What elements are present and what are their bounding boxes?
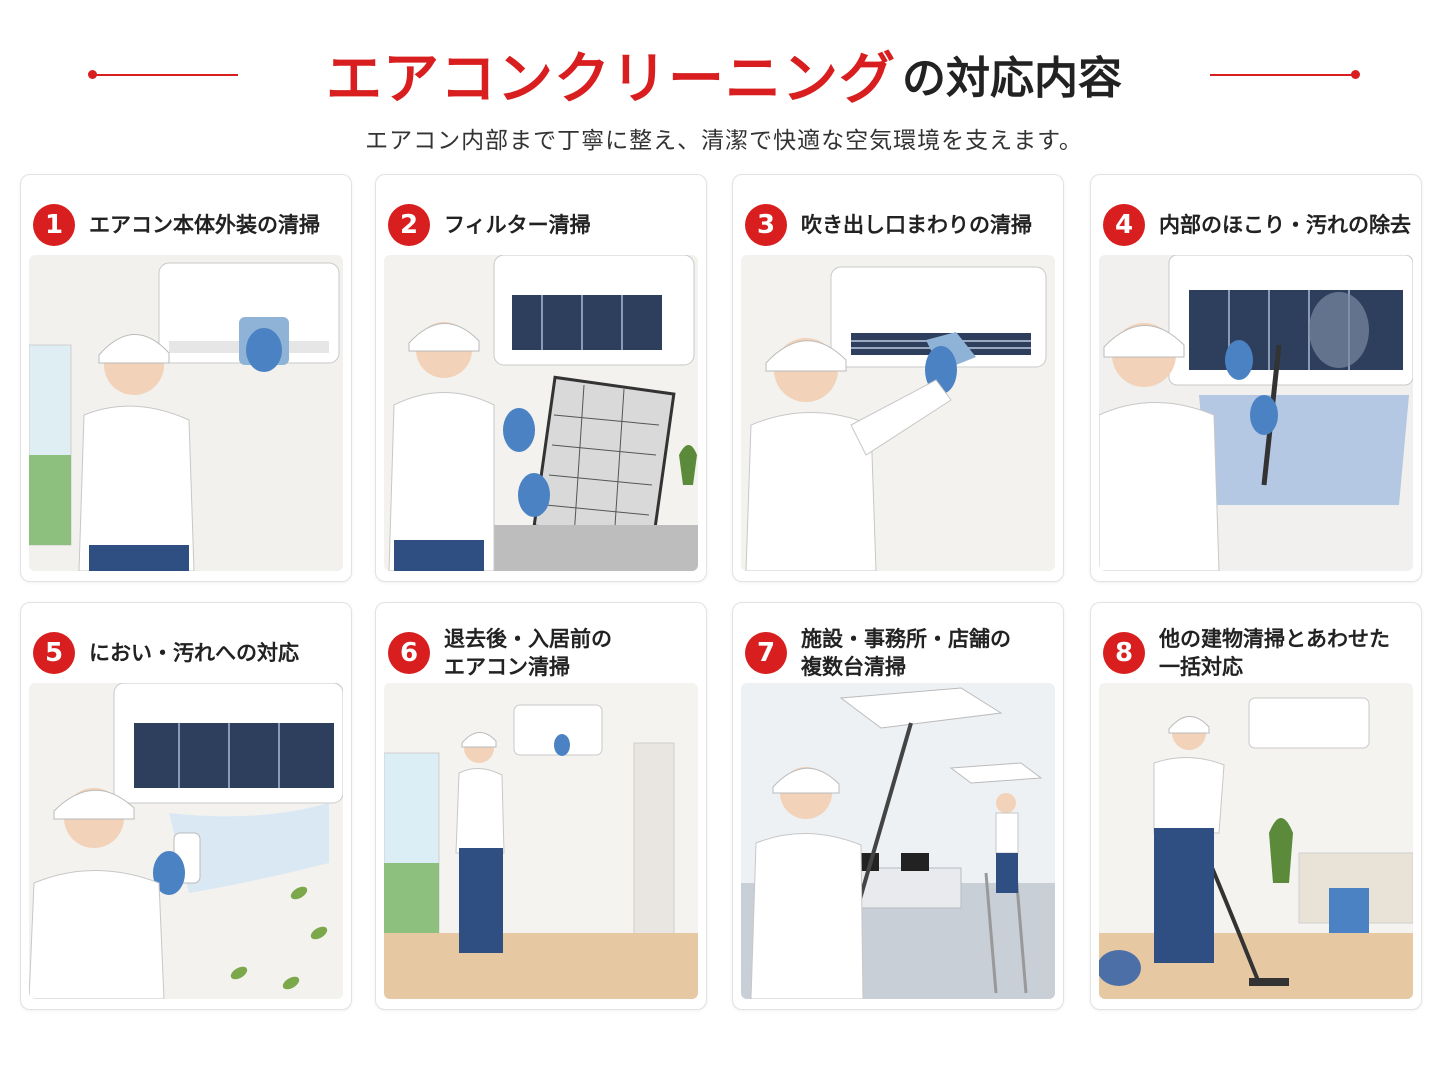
card-number-badge: 7 — [745, 632, 787, 674]
card-illustration — [1099, 683, 1413, 999]
ac-exterior-cleaning-illustration — [29, 255, 343, 571]
card-header: 5 におい・汚れへの対応 — [33, 621, 341, 685]
title-rule-right — [1210, 74, 1354, 76]
title-dot-right — [1351, 70, 1360, 79]
card-number-badge: 3 — [745, 204, 787, 246]
page-header: エアコンクリーニング の対応内容 エアコン内部まで丁寧に整え、清潔で快適な空気環… — [0, 0, 1448, 170]
move-out-cleaning-illustration — [384, 683, 698, 999]
service-card-5: 5 におい・汚れへの対応 — [20, 602, 352, 1010]
service-card-3: 3 吹き出し口まわりの清掃 — [732, 174, 1064, 582]
card-number-badge: 6 — [388, 632, 430, 674]
air-outlet-cleaning-illustration — [741, 255, 1055, 571]
card-title: 吹き出し口まわりの清掃 — [801, 212, 1032, 237]
title-suffix: の対応内容 — [902, 53, 1122, 104]
card-illustration — [29, 255, 343, 571]
service-card-2: 2 フィルター清掃 — [375, 174, 707, 582]
odor-stain-treatment-illustration — [29, 683, 343, 999]
card-number-badge: 2 — [388, 204, 430, 246]
office-multi-unit-cleaning-illustration — [741, 683, 1055, 999]
card-illustration — [384, 255, 698, 571]
service-card-1: 1 エアコン本体外装の清掃 — [20, 174, 352, 582]
card-number-badge: 4 — [1103, 204, 1145, 246]
card-title: 退去後・入居前の エアコン清掃 — [444, 626, 612, 679]
card-number-badge: 8 — [1103, 632, 1145, 674]
combined-building-cleaning-illustration — [1099, 683, 1413, 999]
card-title: 内部のほこり・汚れの除去 — [1159, 212, 1411, 237]
card-title: フィルター清掃 — [444, 212, 591, 237]
card-illustration — [741, 255, 1055, 571]
card-header: 1 エアコン本体外装の清掃 — [33, 193, 341, 257]
card-title: 施設・事務所・店舗の 複数台清掃 — [801, 626, 1011, 679]
page-subtitle: エアコン内部まで丁寧に整え、清潔で快適な空気環境を支えます。 — [365, 128, 1083, 154]
service-card-7: 7 施設・事務所・店舗の 複数台清掃 — [732, 602, 1064, 1010]
card-title: におい・汚れへの対応 — [89, 640, 299, 665]
card-header: 6 退去後・入居前の エアコン清掃 — [388, 621, 696, 685]
card-title: 他の建物清掃とあわせた 一括対応 — [1159, 626, 1390, 679]
service-card-6: 6 退去後・入居前の エアコン清掃 — [375, 602, 707, 1010]
card-header: 3 吹き出し口まわりの清掃 — [745, 193, 1053, 257]
card-header: 7 施設・事務所・店舗の 複数台清掃 — [745, 621, 1053, 685]
card-illustration — [384, 683, 698, 999]
card-illustration — [29, 683, 343, 999]
card-illustration — [741, 683, 1055, 999]
internal-dust-removal-illustration — [1099, 255, 1413, 571]
service-card-4: 4 内部のほこり・汚れの除去 — [1090, 174, 1422, 582]
service-card-8: 8 他の建物清掃とあわせた 一括対応 — [1090, 602, 1422, 1010]
title-dot-left — [88, 70, 97, 79]
card-illustration — [1099, 255, 1413, 571]
card-title: エアコン本体外装の清掃 — [89, 212, 320, 237]
card-number-badge: 1 — [33, 204, 75, 246]
card-header: 2 フィルター清掃 — [388, 193, 696, 257]
title-main: エアコンクリーニング — [326, 46, 896, 112]
page-title: エアコンクリーニング の対応内容 — [0, 34, 1448, 114]
title-rule-left — [94, 74, 238, 76]
filter-cleaning-illustration — [384, 255, 698, 571]
card-header: 8 他の建物清掃とあわせた 一括対応 — [1103, 621, 1411, 685]
card-number-badge: 5 — [33, 632, 75, 674]
card-header: 4 内部のほこり・汚れの除去 — [1103, 193, 1411, 257]
